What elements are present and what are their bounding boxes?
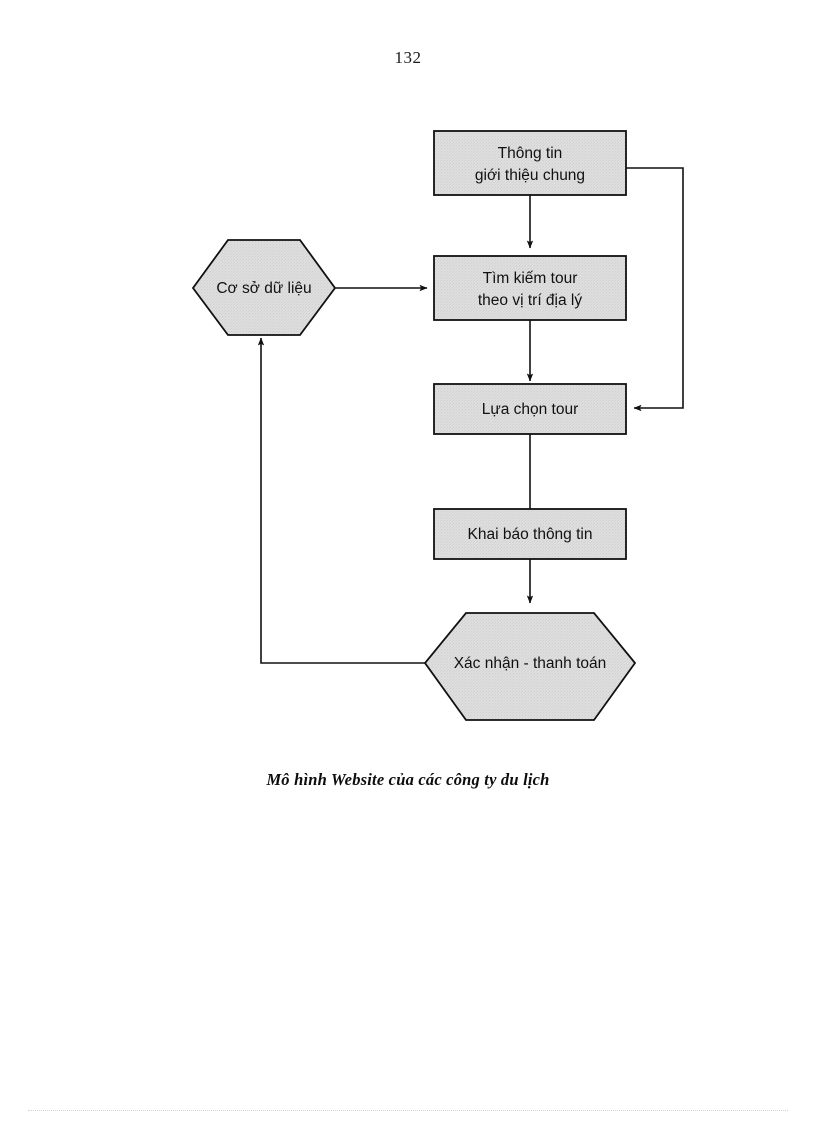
node-label: Khai báo thông tin xyxy=(468,526,593,543)
node-shape-rect xyxy=(433,508,627,560)
node-tim-kiem-tour[interactable]: Tìm kiếm tour theo vị trí địa lý xyxy=(433,255,627,321)
node-khai-bao-thong-tin[interactable]: Khai báo thông tin xyxy=(433,508,627,560)
node-xac-nhan-thanh-toan[interactable]: Xác nhận - thanh toán xyxy=(423,612,637,721)
node-shape-hexagon xyxy=(423,612,637,721)
node-label-line-1: Thông tin xyxy=(498,145,563,162)
node-label: Cơ sở dữ liệu xyxy=(216,280,311,297)
node-shape-rect xyxy=(433,255,627,321)
edge-xac-nhan-to-co-so-du-lieu-loop xyxy=(257,337,425,664)
node-label-line-1: Tìm kiếm tour xyxy=(483,270,578,287)
node-thong-tin-gioi-thieu-chung[interactable]: Thông tin giới thiệu chung xyxy=(433,130,627,196)
edge-thong-tin-to-lua-chon-loop xyxy=(626,167,684,412)
node-shape-rect xyxy=(433,130,627,196)
node-label-line-2: giới thiệu chung xyxy=(475,167,585,184)
page-number: 132 xyxy=(394,48,422,67)
footer-divider xyxy=(28,1110,788,1111)
node-shape-rect xyxy=(433,383,627,435)
node-co-so-du-lieu[interactable]: Cơ sở dữ liệu xyxy=(191,239,337,336)
node-label-line-2: theo vị trí địa lý xyxy=(478,292,582,309)
node-shape-hexagon xyxy=(191,239,337,336)
node-label: Xác nhận - thanh toán xyxy=(454,655,607,672)
node-lua-chon-tour[interactable]: Lựa chọn tour xyxy=(433,383,627,435)
figure-caption: Mô hình Website của các công ty du lịch xyxy=(266,770,550,789)
node-label: Lựa chọn tour xyxy=(482,401,579,418)
flowchart-diagram: Thông tin giới thiệu chung Cơ sở dữ liệu… xyxy=(0,100,816,760)
